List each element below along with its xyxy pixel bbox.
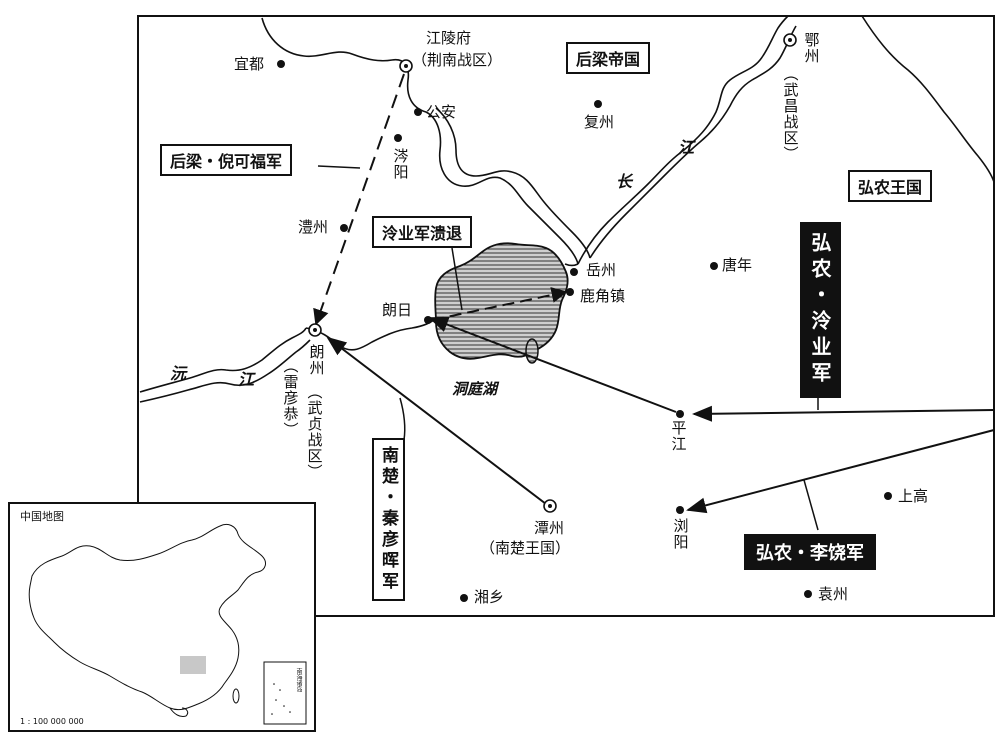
river-label-jiang: 江 xyxy=(678,138,695,157)
army-hongnong-li: 弘农・李饶军 xyxy=(744,534,876,570)
inset-sea-label: 南海诸岛 xyxy=(295,668,302,692)
city-fuzhou: 复州 xyxy=(584,113,615,131)
city-ezhou: 鄂州 xyxy=(802,32,821,64)
inset-highlight xyxy=(180,656,206,674)
route-houliang-ni xyxy=(313,73,405,326)
river-label-chang: 长 xyxy=(616,172,633,191)
map-frame xyxy=(137,15,995,617)
leader-nanchu xyxy=(399,397,406,441)
capital-markers xyxy=(308,33,797,513)
city-langzhou-person: （雷彦恭） xyxy=(281,358,300,438)
yangtze-river xyxy=(261,15,797,267)
city-langzhou: 朗州 xyxy=(307,344,326,376)
city-tanzhou: 潭州 xyxy=(534,519,565,537)
city-ezhou-sub: （武昌战区） xyxy=(781,66,800,162)
city-chenyang: 涔阳 xyxy=(391,148,410,180)
inset-china-map: 中国地图 南海诸岛 1 : 100 000 000 xyxy=(8,502,316,732)
eastern-river xyxy=(861,15,995,183)
army-hongnong-leng: 弘农・泠业军 xyxy=(800,222,841,398)
leader-lengye-retreat xyxy=(451,247,463,311)
city-liuyang: 浏阳 xyxy=(671,518,690,550)
route-lengye-retreat xyxy=(431,287,568,321)
city-pingjiang: 平江 xyxy=(669,420,688,452)
route-hongnong-li xyxy=(686,429,995,514)
inset-sea-box xyxy=(263,661,307,725)
army-lengye-retreat: 泠业军溃退 xyxy=(372,216,473,248)
city-yuanzhou: 袁州 xyxy=(818,585,849,603)
lake-label: 洞庭湖 xyxy=(452,380,498,398)
city-xiangxiang: 湘乡 xyxy=(474,588,505,606)
region-houliang: 后梁帝国 xyxy=(566,42,651,74)
city-tangnian: 唐年 xyxy=(722,256,753,274)
route-hongnong-leng-a xyxy=(692,405,995,422)
city-dots xyxy=(277,60,892,602)
city-jiangling: 江陵府 xyxy=(426,29,472,47)
river-label-yuan-jiang: 江 xyxy=(238,370,255,389)
city-yidu: 宜都 xyxy=(234,55,265,73)
route-hongnong-leng-b xyxy=(428,316,677,413)
dongting-lake xyxy=(434,242,569,360)
leader-houliang xyxy=(317,165,361,169)
city-yuezhou: 岳州 xyxy=(586,261,617,279)
city-lizhou: 澧州 xyxy=(298,218,329,236)
city-langri: 朗日 xyxy=(382,301,413,319)
leader-hongnong-li xyxy=(803,479,819,531)
city-shanggao: 上高 xyxy=(898,487,929,505)
city-langzhou-sub: （武贞战区） xyxy=(305,384,324,480)
army-houliang-ni: 后梁・倪可福军 xyxy=(160,144,293,176)
route-nanchu-qin xyxy=(326,336,547,505)
river-label-yuan: 沅 xyxy=(170,364,187,383)
inset-title: 中国地图 xyxy=(20,510,64,523)
city-gongan: 公安 xyxy=(426,103,457,121)
inset-outline xyxy=(28,523,307,725)
inset-scale: 1 : 100 000 000 xyxy=(20,717,84,726)
region-hongnong: 弘农王国 xyxy=(848,170,933,202)
army-nanchu-qin: 南楚・秦彦晖军 xyxy=(372,438,405,601)
lake-islet xyxy=(525,338,539,364)
city-lujiao: 鹿角镇 xyxy=(580,287,626,305)
city-jiangling-sub: （荆南战区） xyxy=(412,51,503,69)
city-tanzhou-sub: （南楚王国） xyxy=(480,539,571,557)
